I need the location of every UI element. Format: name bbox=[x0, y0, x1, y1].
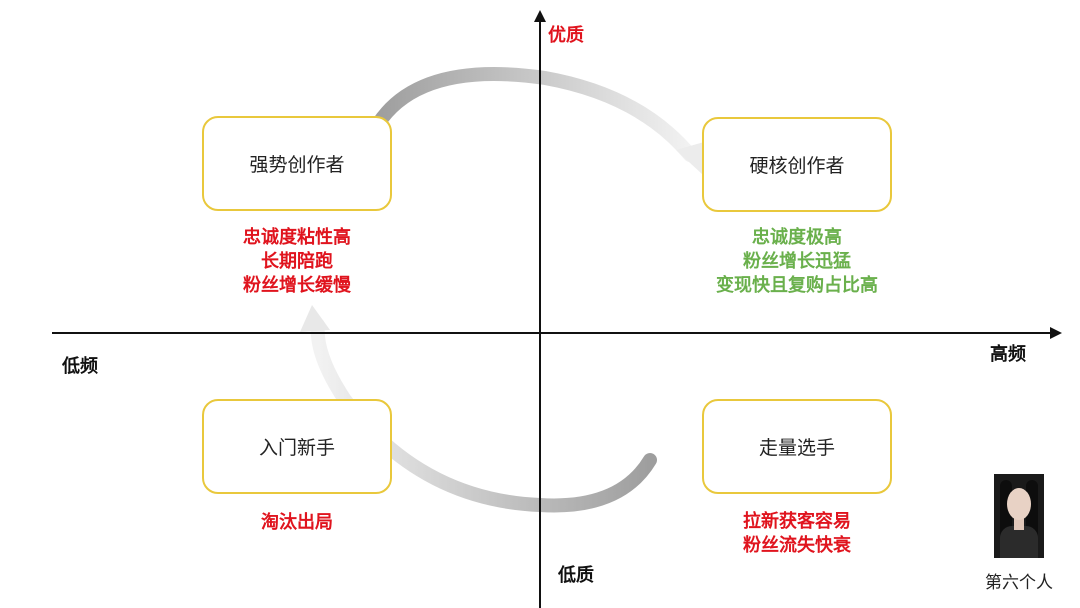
trait-item: 粉丝流失快衰 bbox=[743, 535, 851, 556]
trait-item: 变现快且复购占比高 bbox=[716, 275, 878, 296]
cycle-arrow-top bbox=[371, 67, 697, 162]
quadrant-label-top-right: 硬核创作者 bbox=[749, 155, 845, 177]
trait-item: 拉新获客容易 bbox=[743, 511, 851, 532]
trait-item: 忠诚度粘性高 bbox=[243, 227, 351, 248]
trait-item: 粉丝增长缓慢 bbox=[243, 275, 351, 296]
horizontal-axis-arrowhead bbox=[1050, 327, 1062, 339]
traits-top-left: 忠诚度粘性高 长期陪跑 粉丝增长缓慢 bbox=[197, 226, 397, 298]
axis-label-bottom: 低质 bbox=[558, 565, 594, 586]
axis-label-left: 低频 bbox=[62, 356, 98, 377]
trait-item: 长期陪跑 bbox=[261, 251, 333, 272]
quadrant-box-bottom-left: 入门新手 bbox=[202, 399, 392, 494]
author-avatar bbox=[994, 474, 1044, 558]
quadrant-label-top-left: 强势创作者 bbox=[249, 154, 345, 176]
trait-item: 忠诚度极高 bbox=[752, 227, 842, 248]
traits-bottom-left: 淘汰出局 bbox=[197, 511, 397, 535]
vertical-axis-arrowhead bbox=[534, 10, 546, 22]
traits-bottom-right: 拉新获客容易 粉丝流失快衰 bbox=[697, 510, 897, 558]
cycle-arrowhead-bottom bbox=[300, 305, 330, 332]
quadrant-label-bottom-left: 入门新手 bbox=[258, 437, 335, 459]
cycle-arrow-bottom bbox=[310, 318, 657, 513]
brand-name: 第六个人 bbox=[985, 573, 1053, 593]
quadrant-box-top-left: 强势创作者 bbox=[202, 116, 392, 211]
trait-item: 淘汰出局 bbox=[261, 512, 333, 533]
traits-top-right: 忠诚度极高 粉丝增长迅猛 变现快且复购占比高 bbox=[682, 226, 912, 298]
axis-label-top: 优质 bbox=[548, 25, 584, 46]
quadrant-box-bottom-right: 走量选手 bbox=[702, 399, 892, 494]
axis-label-right: 高频 bbox=[990, 344, 1026, 365]
trait-item: 粉丝增长迅猛 bbox=[743, 251, 851, 272]
cycle-arrowhead-top bbox=[676, 142, 704, 174]
quadrant-box-top-right: 硬核创作者 bbox=[702, 117, 892, 212]
quadrant-label-bottom-right: 走量选手 bbox=[758, 437, 835, 459]
